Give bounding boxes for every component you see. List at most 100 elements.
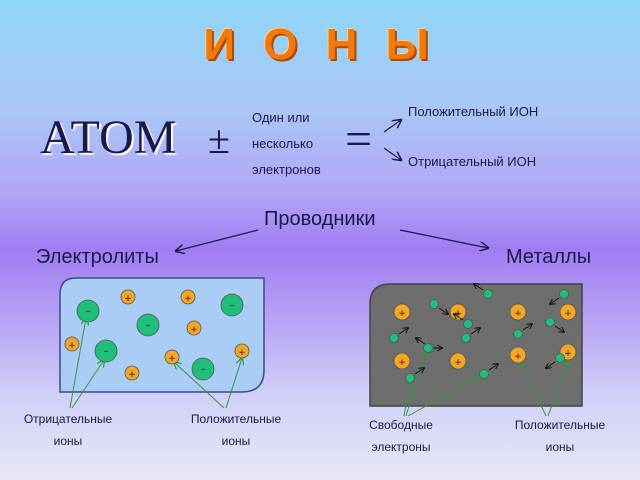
positive-ion-label: Положительный ИОН [408,104,539,119]
metal-positive-line-2: ионы [545,440,575,454]
negative-ion: - [191,357,215,381]
negative-ion-sign: - [230,298,234,312]
negative-ion-label: Отрицательный ИОН [408,154,537,169]
positive-ion: + [180,289,196,305]
electrons-line-3: электронов [252,162,321,177]
pointer-positive-2 [174,362,225,409]
positive-ion-sign: + [238,348,246,358]
negative-ion-sign: - [146,318,150,332]
pointer-negative-1 [69,318,86,409]
metal-positive-ion-sign: + [454,358,462,368]
positive-label-line-1: Положительные [190,412,282,426]
metal-positive-line-1: Положительные [514,418,606,432]
free-electron [405,373,415,383]
electrolyte-positive-label: Положительные ионы [186,408,286,452]
electrons-line-1: Один или [252,110,310,125]
metal-positive-ion-sign: + [564,309,572,319]
electron-motion-arrow [398,328,408,335]
negative-ion: - [220,293,244,317]
positive-ion-sign: + [190,325,198,335]
pointer-metal-ion-1 [547,362,568,417]
pointer-negative-2 [71,360,104,409]
electrolyte-negative-label: Отрицательные ионы [18,408,118,452]
electron-motion-arrow [414,368,424,375]
negative-ion-sign: - [104,344,108,358]
positive-label-line-2: ионы [221,434,251,448]
positive-ion: + [186,320,202,336]
positive-ion-sign: + [68,341,76,351]
plus-minus-sign: ± [208,117,230,162]
positive-ion: + [234,343,250,359]
metal-positive-ion: + [509,303,527,321]
electron-motion-arrow [522,324,532,331]
positive-ion: + [120,289,136,305]
free-electron [389,333,399,343]
free-electron [423,343,433,353]
electron-motion-arrow [474,284,484,291]
metal-positive-ion: + [449,303,467,321]
arrow-to-negative-ion [383,147,401,160]
electrolytes-heading: Электролиты [36,246,159,268]
metals-heading: Металлы [506,246,592,268]
metal-positive-ion-sign: + [398,309,406,319]
metal-positive-ion-sign: + [564,349,572,359]
atom-word: АТОМ [40,111,177,164]
positive-ion-sign: + [128,370,136,380]
electrons-line-2: несколько [252,136,314,151]
slide-title: И О Н Ы [203,20,437,69]
free-electron [559,289,569,299]
metal-positive-ion-sign: + [454,309,462,319]
free-electrons-line-1: Свободные [369,418,433,432]
negative-label-line-2: ионы [53,434,83,448]
electron-motion-arrow [488,364,498,371]
electron-motion-arrow [416,338,426,345]
equals-sign: = [345,113,373,166]
positive-ion-sign: + [184,294,192,304]
arrow-to-positive-ion [383,120,401,133]
positive-ion: + [124,365,140,381]
pointer-metal-ion-2 [520,360,547,417]
negative-ion-sign: - [86,304,90,318]
pointer-positive-1 [225,358,242,409]
free-electron [461,333,471,343]
electrolyte-box [59,277,265,393]
free-electron [545,317,555,327]
metal-positive-ion: + [559,303,577,321]
free-electron [429,299,439,309]
free-electron [479,369,489,379]
free-electron [513,329,523,339]
positive-ion-sign: + [124,294,132,304]
electron-motion-arrow [546,361,556,368]
positive-ion: + [64,336,80,352]
metal-positive-ion: + [393,303,411,321]
positive-ion-sign: + [168,354,176,364]
conductors-heading: Проводники [264,208,376,230]
free-electron [555,353,565,363]
pointer-electron-1 [403,380,410,417]
metal-positive-ion: + [393,352,411,370]
electron-motion-arrow [470,328,480,335]
negative-ion: - [76,299,100,323]
free-electron [463,319,473,329]
metal-positive-label: Положительные ионы [508,414,612,458]
electron-motion-arrow [438,307,448,314]
metal-positive-ion-sign: + [514,309,522,319]
negative-ion: - [136,313,160,337]
positive-ion: + [164,349,180,365]
free-electron [483,289,493,299]
pointer-electron-3 [407,376,480,417]
metal-positive-ion: + [449,352,467,370]
free-electrons-label: Свободные электроны [356,414,446,458]
negative-label-line-1: Отрицательные [23,412,113,426]
arrow-to-metals [399,229,488,248]
arrow-to-electrolytes [176,229,259,251]
negative-ion-sign: - [201,362,205,376]
electron-motion-arrow [454,314,464,321]
metal-positive-ion: + [509,346,527,364]
electron-motion-arrow [554,325,564,332]
metal-positive-ion-sign: + [398,358,406,368]
metal-positive-ion-sign: + [514,352,522,362]
negative-ion: - [94,339,118,363]
